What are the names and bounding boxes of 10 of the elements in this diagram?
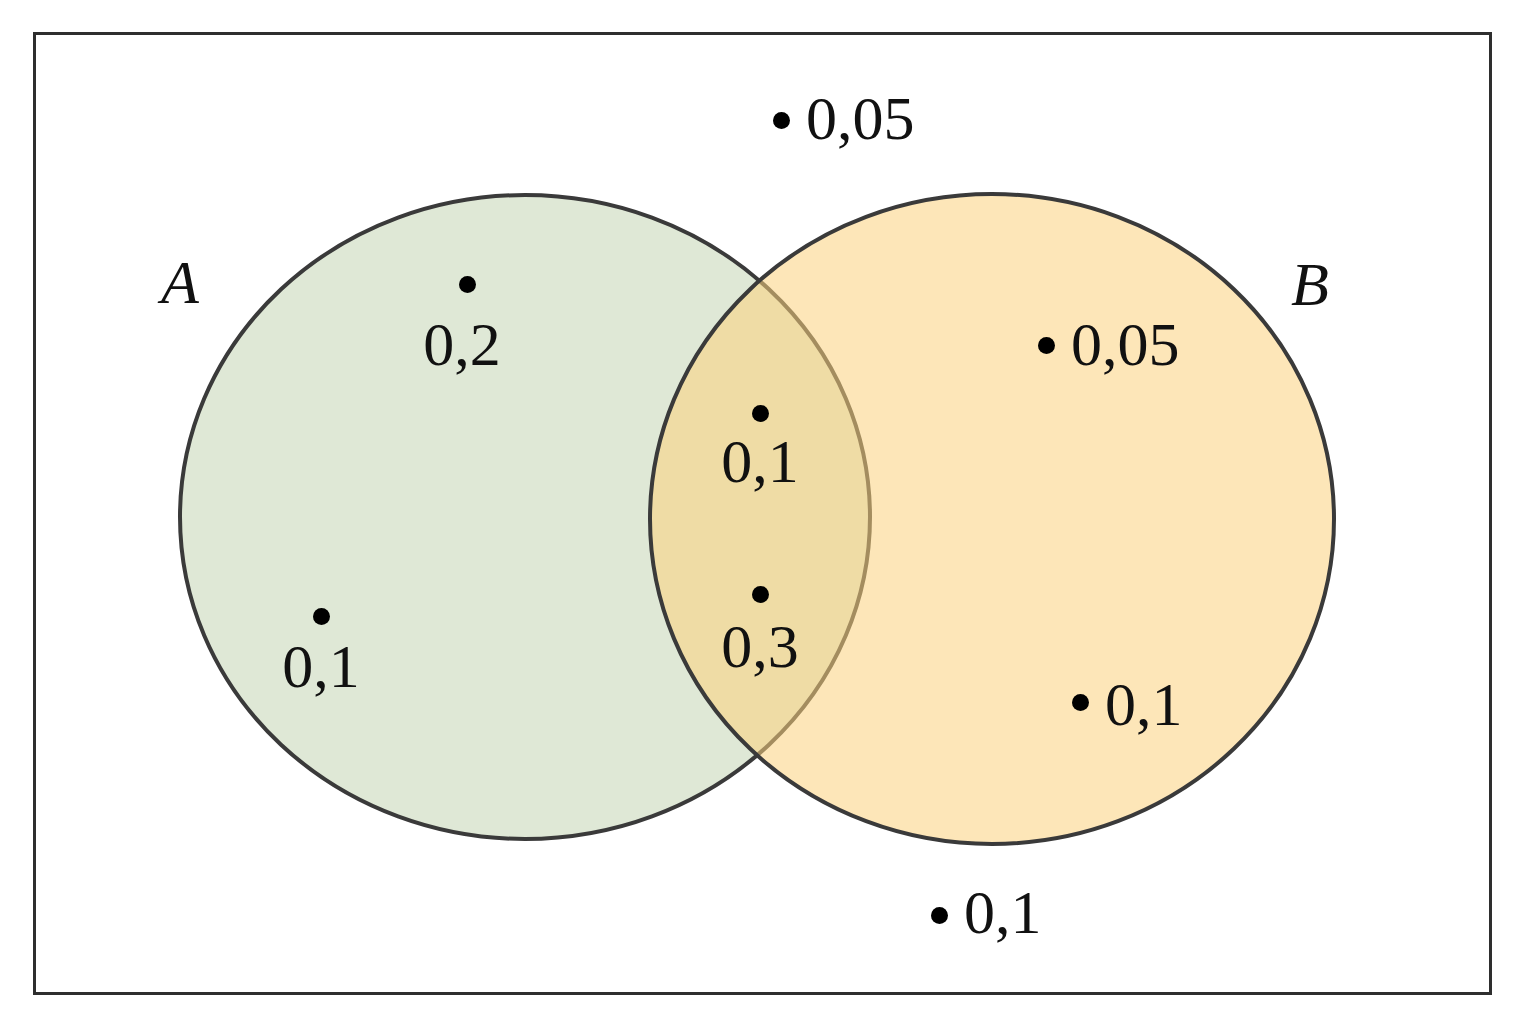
probability-label: 0,3 xyxy=(721,615,799,678)
probability-label: 0,1 xyxy=(282,635,360,698)
set-circle xyxy=(646,190,1338,848)
probability-label: 0,05 xyxy=(1071,313,1180,376)
probability-label: 0,05 xyxy=(806,87,915,150)
probability-label: 0,2 xyxy=(423,313,501,376)
probability-label: 0,1 xyxy=(964,881,1042,944)
set-label: B xyxy=(1291,253,1329,315)
probability-label: 0,1 xyxy=(721,430,799,493)
probability-label: 0,1 xyxy=(1105,673,1183,736)
